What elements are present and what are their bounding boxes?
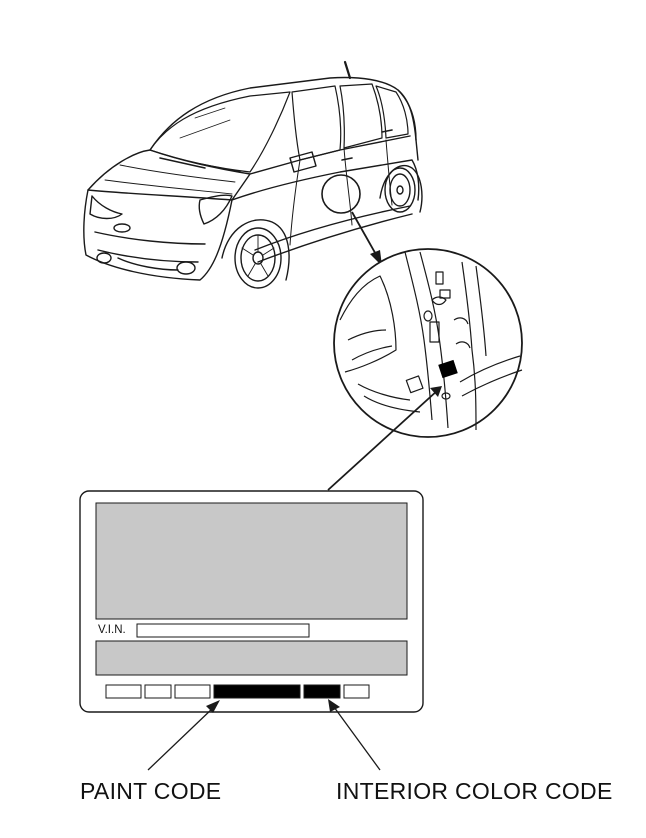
interior-color-code-leader xyxy=(328,699,381,771)
certification-label xyxy=(79,490,424,713)
interior-color-code-box xyxy=(303,684,341,699)
callout-pointer-line xyxy=(351,211,379,259)
paint-code-label: PAINT CODE xyxy=(80,778,222,804)
callout-small-circle xyxy=(321,174,361,214)
label-pointer-arrowhead xyxy=(430,386,442,397)
code-box-2 xyxy=(144,684,172,699)
vin-field xyxy=(136,623,310,638)
paint-code-leader xyxy=(147,700,220,771)
code-box-6 xyxy=(343,684,370,699)
label-lower-panel xyxy=(95,640,408,676)
code-box-1 xyxy=(105,684,142,699)
label-upper-panel xyxy=(95,502,408,620)
car-illustration xyxy=(83,60,423,289)
vin-label: V.I.N. xyxy=(98,624,126,636)
paint-code-box xyxy=(213,684,301,699)
code-box-3 xyxy=(174,684,211,699)
label-pointer-line xyxy=(327,389,439,491)
interior-color-code-label: INTERIOR COLOR CODE xyxy=(336,778,613,804)
magnified-door-jamb xyxy=(333,248,523,438)
label-location-marker xyxy=(438,359,458,379)
